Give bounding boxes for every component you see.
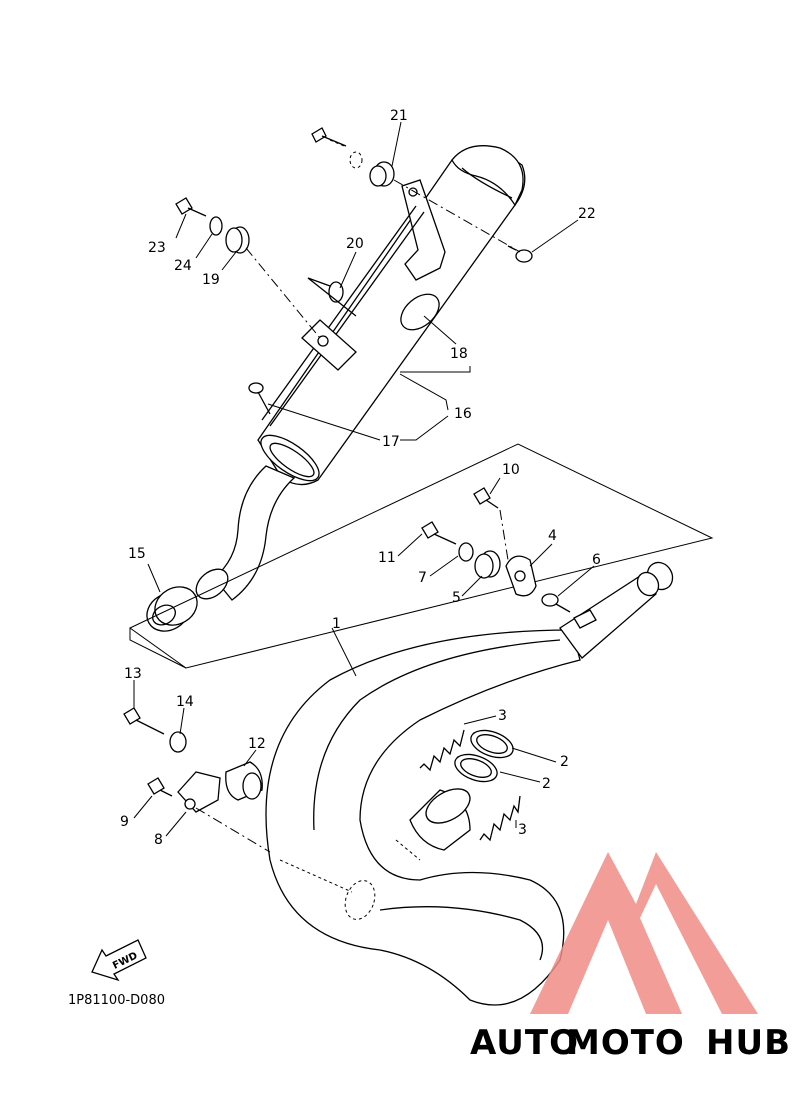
callout-8: 8 <box>154 832 163 848</box>
callout-11: 11 <box>378 550 396 566</box>
watermark-auto: AUTO <box>470 1023 579 1063</box>
callout-24: 24 <box>174 258 192 274</box>
callout-23: 23 <box>148 240 166 256</box>
callout-12: 12 <box>248 736 266 752</box>
callout-5: 5 <box>452 590 461 606</box>
callout-21: 21 <box>390 108 408 124</box>
callout-18: 18 <box>450 346 468 362</box>
callout-4: 4 <box>548 528 557 544</box>
middle-hardware <box>421 487 571 613</box>
exhaust-pipe <box>265 561 674 1006</box>
callout-2a: 2 <box>560 754 569 770</box>
callout-labels: 1 2 2 3 3 4 5 6 7 8 9 10 11 12 13 14 15 … <box>120 108 601 848</box>
watermark-triangle-icon <box>530 852 758 1014</box>
callout-10: 10 <box>502 462 520 478</box>
callout-9: 9 <box>120 814 129 830</box>
callout-19: 19 <box>202 272 220 288</box>
callout-3a: 3 <box>498 708 507 724</box>
leader-lines <box>133 121 595 837</box>
callout-20: 20 <box>346 236 364 252</box>
callout-1: 1 <box>332 616 341 632</box>
diagram-code: 1P81100-D080 <box>68 993 165 1008</box>
callout-22: 22 <box>578 206 596 222</box>
callout-16: 16 <box>454 406 472 422</box>
group-outline <box>129 443 714 669</box>
watermark-logo <box>530 852 758 1014</box>
muffler-assembly <box>146 145 526 632</box>
watermark-hub: HUB <box>706 1023 791 1063</box>
callout-2b: 2 <box>542 776 551 792</box>
callout-15: 15 <box>128 546 146 562</box>
upper-hardware <box>175 127 533 415</box>
lower-hardware <box>123 707 271 853</box>
callout-3b: 3 <box>518 822 527 838</box>
watermark-moto: MOTO <box>566 1023 685 1063</box>
callout-6: 6 <box>592 552 601 568</box>
fwd-arrow: FWD <box>91 939 147 982</box>
callout-17: 17 <box>382 434 400 450</box>
callout-13: 13 <box>124 666 142 682</box>
callout-14: 14 <box>176 694 194 710</box>
callout-7: 7 <box>418 570 427 586</box>
watermark-text: AUTO MOTO HUB <box>470 1023 791 1063</box>
